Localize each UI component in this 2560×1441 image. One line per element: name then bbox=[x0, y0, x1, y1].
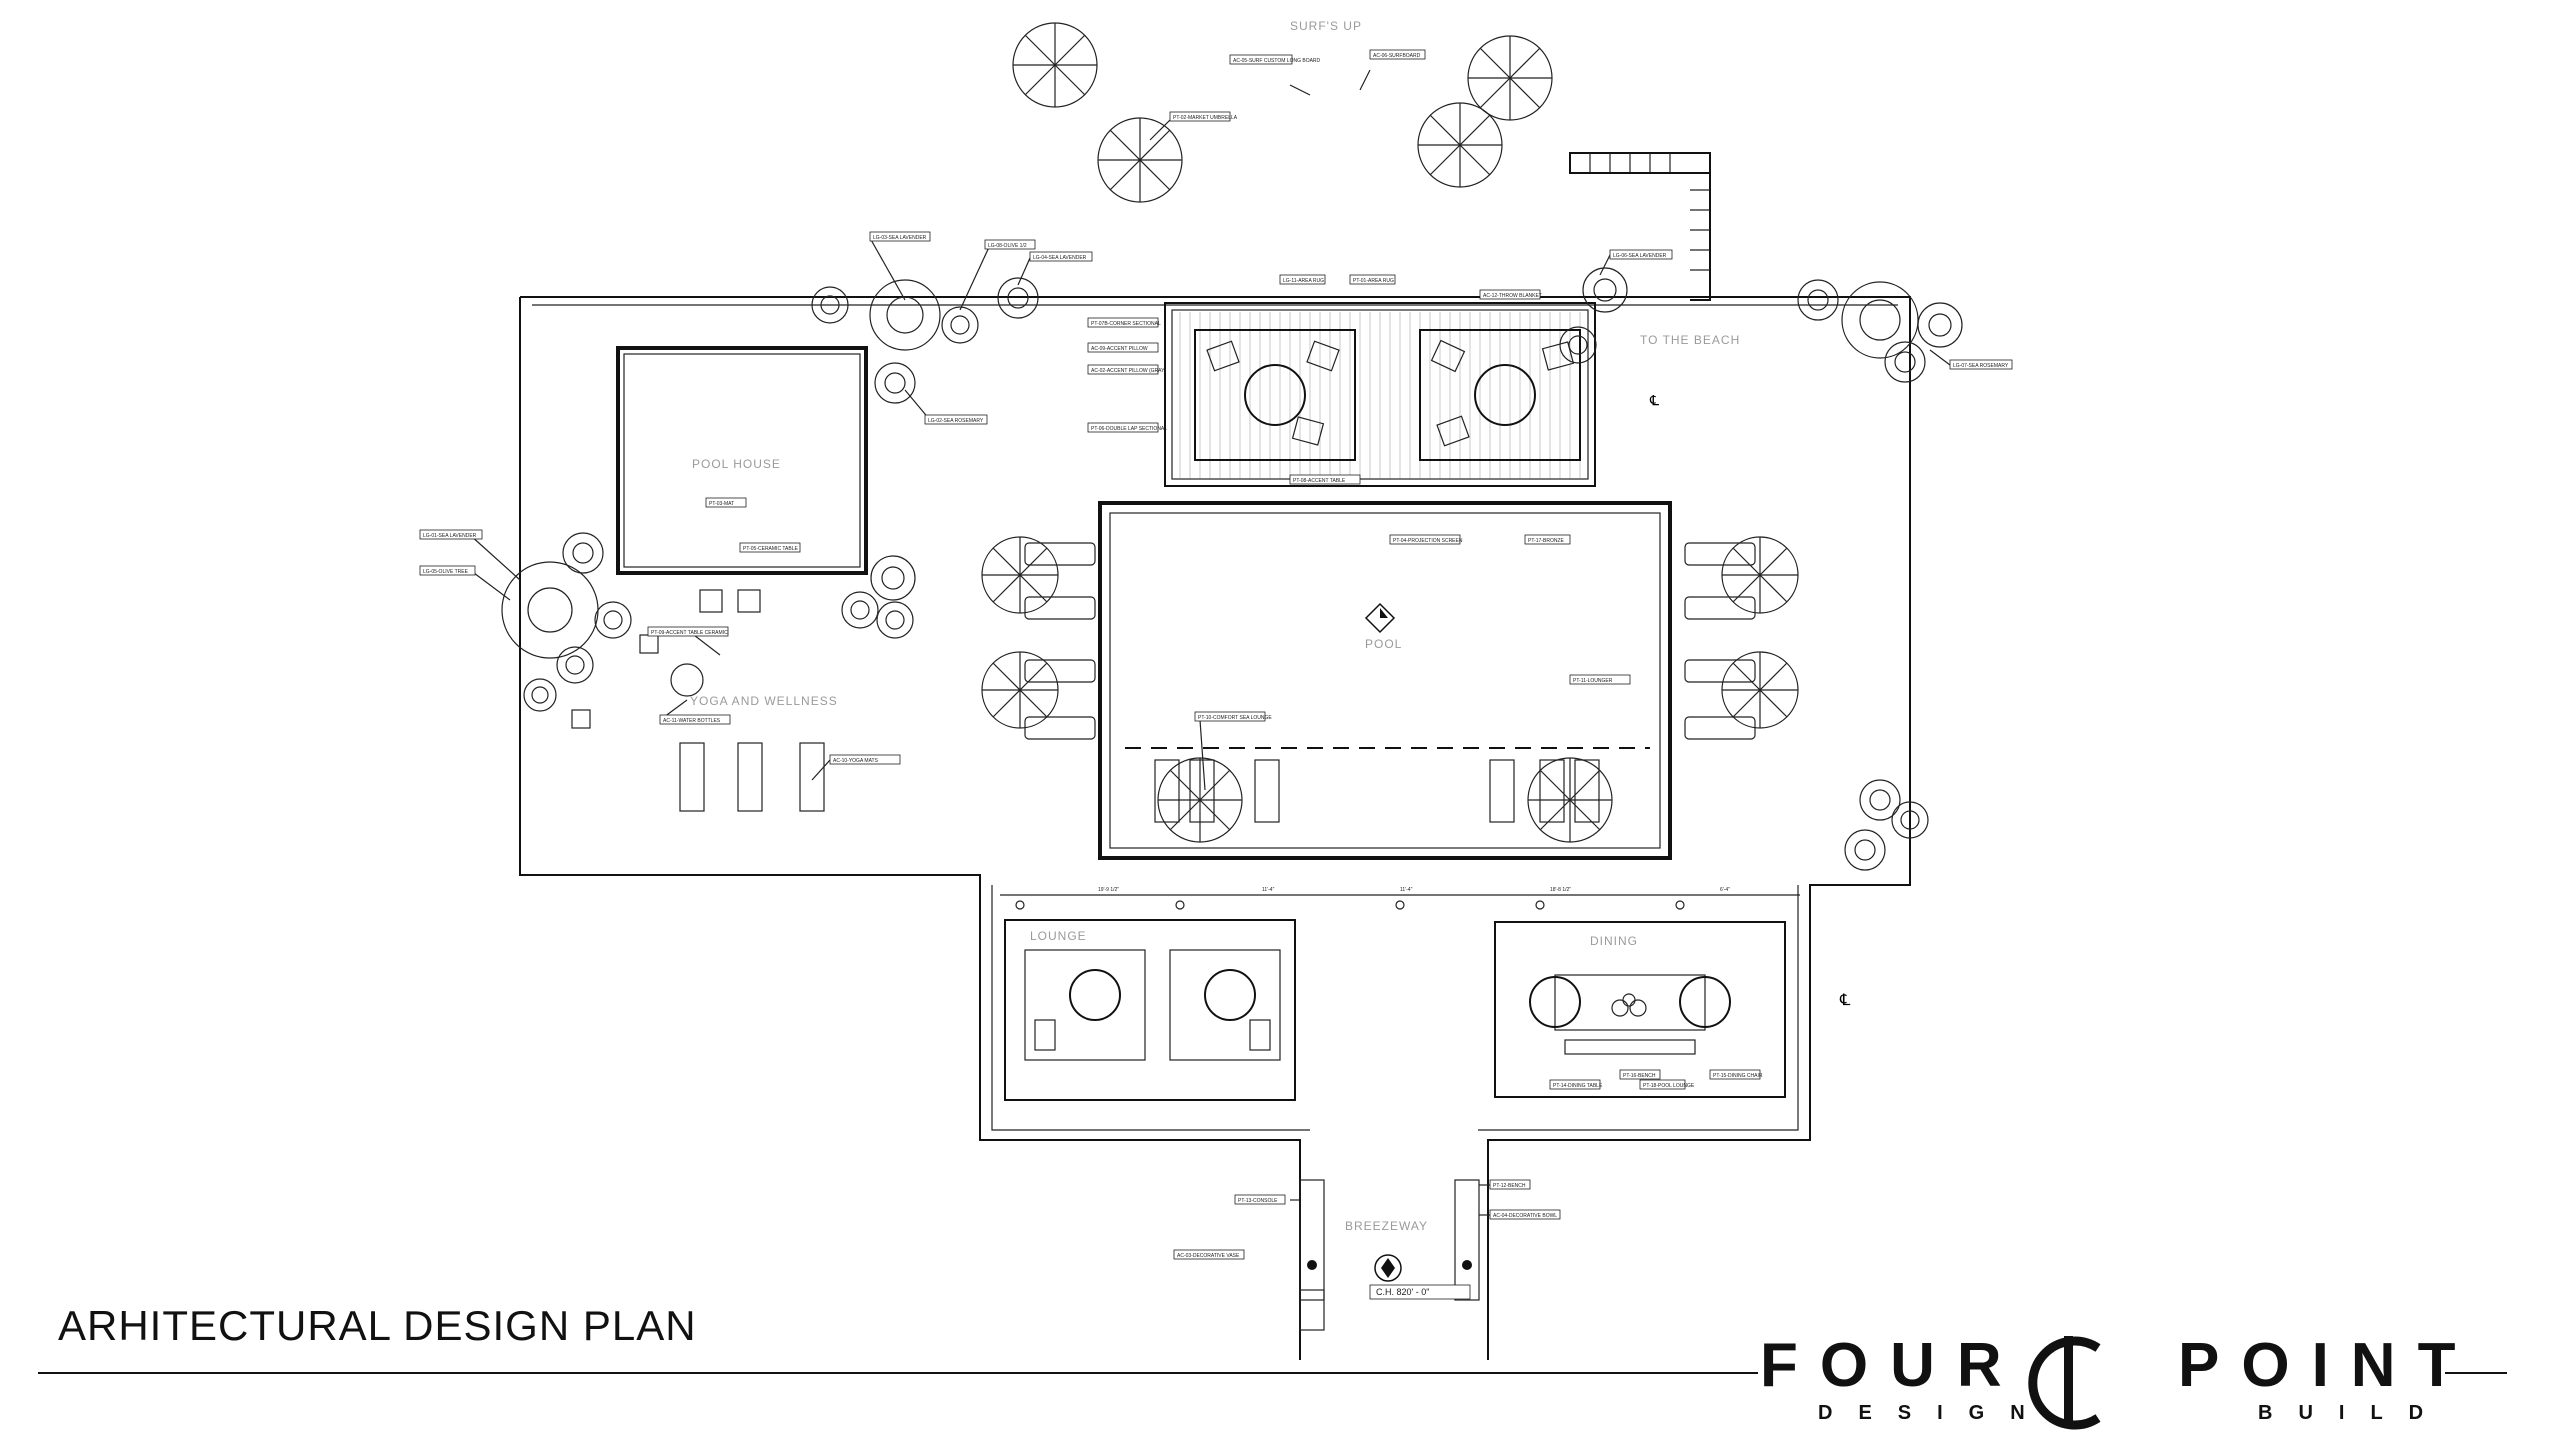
pool: POOL bbox=[1098, 501, 1672, 860]
ceiling-height: C.H. 820' - 0" bbox=[1376, 1287, 1429, 1297]
tag-8: AC-09-ACCENT PILLOW bbox=[1091, 346, 1148, 352]
umbrella-2 bbox=[1097, 117, 1183, 203]
dining-label: DINING bbox=[1590, 934, 1638, 948]
logo-word-four: FOUR bbox=[1760, 1331, 2024, 1400]
umbrella-pool-l1 bbox=[981, 536, 1059, 614]
dimension-line: 19'-9 1/2" 11'-4" 11'-4" 18'-8 1/2" 6'-4… bbox=[1000, 392, 1851, 1009]
logo-mark-icon bbox=[2028, 1336, 2101, 1430]
tag-15: PT-01-AREA RUG bbox=[1353, 278, 1394, 284]
tag-7: LG-05-OLIVE TREE bbox=[423, 569, 469, 575]
logo-word-design: DESIGN bbox=[1818, 1402, 2051, 1424]
poolside-chairs bbox=[1024, 542, 1756, 740]
dining-area: DINING bbox=[1494, 921, 1786, 1098]
tag-2: LG-04-SEA LAVENDER bbox=[1033, 255, 1087, 261]
tag-22: PT-11-LOUNGER bbox=[1573, 678, 1613, 684]
to-beach-label: TO THE BEACH bbox=[1640, 333, 1740, 347]
four-point-logo: FOUR POINT DESIGN BUILD bbox=[1760, 1330, 2455, 1430]
north-arrow-breezeway bbox=[1374, 1254, 1402, 1282]
tag-26: AC-04-DECORATIVE BOWL bbox=[1493, 1213, 1557, 1219]
tag-4: LG-07-SEA ROSEMARY bbox=[1953, 363, 2009, 369]
surfs-up-label: SURF'S UP bbox=[1290, 19, 1362, 33]
tag-21: PT-10-COMFORT SEA LOUNGE bbox=[1198, 715, 1272, 721]
planter-cluster-west bbox=[501, 532, 632, 712]
pool-house: POOL HOUSE bbox=[616, 346, 868, 575]
tag-34: AC-03-DECORATIVE VASE bbox=[1177, 1253, 1240, 1259]
north-arrow-pool bbox=[1364, 602, 1396, 634]
planter-cluster-top-mid bbox=[1559, 267, 1628, 364]
market-umbrellas bbox=[981, 22, 1799, 843]
tag-18: AC-10-YOGA MATS bbox=[833, 758, 879, 764]
yoga-label: YOGA AND WELLNESS bbox=[690, 694, 838, 708]
umbrella-4 bbox=[1467, 35, 1553, 121]
tag-9: PT-07B-CORNER SECTIONAL bbox=[1091, 321, 1161, 327]
tag-28: PT-13-CONSOLE bbox=[1238, 1198, 1278, 1204]
logo-rule-right bbox=[2445, 1372, 2507, 1374]
tag-33: PT-17-BRONZE bbox=[1528, 538, 1565, 544]
dim-3: 11'-4" bbox=[1400, 887, 1413, 893]
planter-cluster-nw bbox=[811, 277, 1039, 404]
planter-cluster-ne bbox=[1797, 279, 1963, 383]
planter-cluster-east bbox=[1844, 779, 1929, 871]
tag-11: PT-06-DOUBLE LAP SECTIONAL bbox=[1091, 426, 1167, 432]
tag-10: AC-02-ACCENT PILLOW (GRAY) bbox=[1091, 368, 1166, 374]
tag-29: AC-05-SURF CUSTOM LONG BOARD bbox=[1233, 58, 1321, 64]
tag-17: AC-11-WATER BOTTLES bbox=[663, 718, 721, 724]
tag-20: PT-05-CERAMIC TABLE bbox=[743, 546, 798, 552]
drawing-title: ARHITECTURAL DESIGN PLAN bbox=[58, 1302, 697, 1349]
umbrella-3 bbox=[1417, 102, 1503, 188]
planter-cluster-poolhouse bbox=[841, 555, 916, 639]
pool-loungers-left bbox=[1154, 759, 1280, 823]
planters bbox=[501, 267, 1963, 871]
tag-19: PT-03-MAT bbox=[709, 501, 734, 507]
tag-13: AC-12-THROW BLANKET bbox=[1483, 293, 1542, 299]
umbrella-pool-r2 bbox=[1721, 651, 1799, 729]
callout-tags: LG-03-SEA LAVENDER LG-08-OLIVE 1/2 LG-04… bbox=[419, 49, 2013, 1260]
logo-word-point: POINT bbox=[2178, 1331, 2478, 1400]
yoga-area: YOGA AND WELLNESS bbox=[571, 589, 838, 812]
umbrella-1 bbox=[1012, 22, 1098, 108]
umbrella-pool-in-r bbox=[1527, 757, 1613, 843]
lounge-area: LOUNGE bbox=[1004, 919, 1296, 1101]
tag-6: LG-01-SEA LAVENDER bbox=[423, 533, 477, 539]
dim-4: 18'-8 1/2" bbox=[1550, 887, 1571, 893]
cabana-deck bbox=[1164, 302, 1596, 487]
tag-5: LG-02-SEA ROSEMARY bbox=[928, 418, 984, 424]
logo-word-build: BUILD bbox=[2258, 1402, 2450, 1424]
stair bbox=[1569, 152, 1711, 301]
centerline-mark-deck: ℄ bbox=[1649, 392, 1659, 408]
tag-30: AC-06-SURFBOARD bbox=[1373, 53, 1421, 59]
umbrella-pool-r1 bbox=[1721, 536, 1799, 614]
tag-27: PT-12-BENCH bbox=[1493, 1183, 1526, 1189]
dim-1: 19'-9 1/2" bbox=[1098, 887, 1119, 893]
title-rule bbox=[38, 1372, 1718, 1374]
tag-31: PT-02-MARKET UMBRELLA bbox=[1173, 115, 1238, 121]
umbrella-pool-l2 bbox=[981, 651, 1059, 729]
tag-1: LG-08-OLIVE 1/2 bbox=[988, 243, 1027, 249]
tag-12: PT-08-ACCENT TABLE bbox=[1293, 478, 1346, 484]
tag-14: LG-11-AREA RUG bbox=[1283, 278, 1324, 284]
tag-35: PT-18-POOL LOUNGE bbox=[1643, 1083, 1695, 1089]
dim-5: 6'-4" bbox=[1720, 887, 1730, 893]
tag-3: LG-06-SEA LAVENDER bbox=[1613, 253, 1667, 259]
dim-2: 11'-4" bbox=[1262, 887, 1275, 893]
pool-loungers-right bbox=[1489, 759, 1600, 823]
logo-rule-left bbox=[1718, 1372, 1758, 1374]
breezeway-label: BREEZEWAY bbox=[1345, 1219, 1428, 1233]
tag-16: PT-09-ACCENT TABLE CERAMIC bbox=[651, 630, 728, 636]
tag-32: PT-04-PROJECTION SCREEN bbox=[1393, 538, 1463, 544]
breezeway: BREEZEWAY C.H. 820' - 0" bbox=[1299, 1179, 1480, 1331]
tag-0: LG-03-SEA LAVENDER bbox=[873, 235, 927, 241]
lounge-label: LOUNGE bbox=[1030, 929, 1087, 943]
pool-label: POOL bbox=[1365, 637, 1402, 651]
tag-24: PT-15-DINING CHAIR bbox=[1713, 1073, 1763, 1079]
tag-25: PT-16-BENCH bbox=[1623, 1073, 1656, 1079]
umbrella-pool-in-l bbox=[1157, 757, 1243, 843]
pool-house-label: POOL HOUSE bbox=[692, 457, 781, 471]
tag-23: PT-14-DINING TABLE bbox=[1553, 1083, 1603, 1089]
centerline-mark-east: ℄ bbox=[1839, 992, 1851, 1009]
